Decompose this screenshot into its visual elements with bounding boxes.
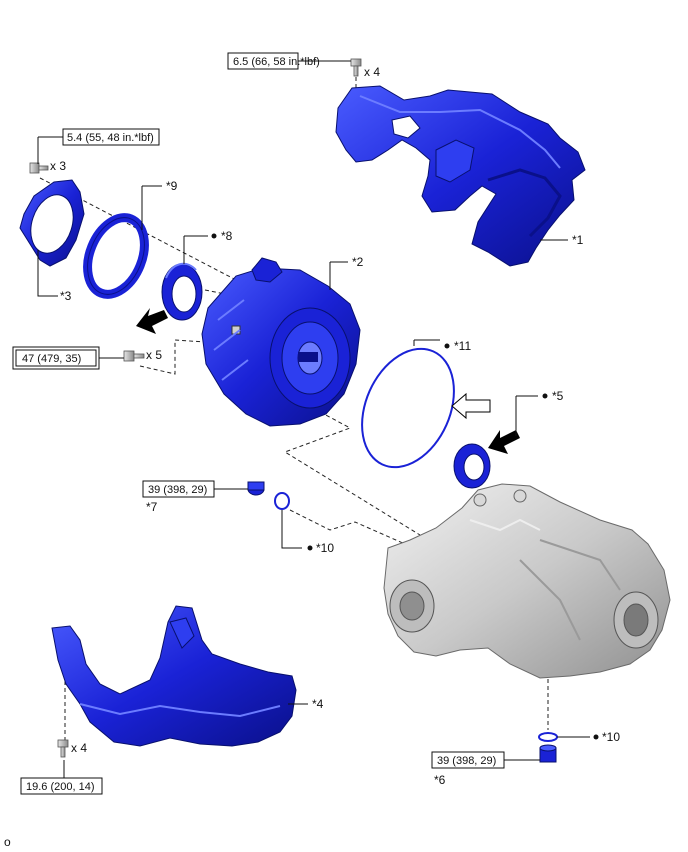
callout-10-lower: *10 — [602, 730, 620, 744]
torque-box-4: 39 (398, 29) — [142, 480, 215, 498]
torque-box-2: 5.4 (55, 48 in.*lbf) — [62, 128, 160, 146]
callout-5: *5 — [552, 389, 564, 403]
quantity-label-bottom-left: x 4 — [71, 741, 87, 755]
part-3-cover-plate — [19, 179, 85, 267]
callout-6: *6 — [434, 773, 446, 787]
part-10-gasket-lower — [538, 732, 558, 742]
torque-label-3: 47 (479, 35) — [22, 353, 81, 365]
part-2-motor-housing — [201, 257, 361, 427]
corner-mark: o — [4, 835, 11, 849]
leader-lines — [37, 60, 590, 778]
callout-4: *4 — [312, 697, 324, 711]
torque-box-1: 6.5 (66, 58 in.*lbf) — [227, 52, 320, 70]
callout-1: *1 — [572, 233, 584, 247]
torque-box-5: 39 (398, 29) — [431, 751, 505, 769]
callout-8: *8 — [221, 229, 233, 243]
callout-2: *2 — [352, 255, 364, 269]
torque-label-5: 39 (398, 29) — [437, 755, 496, 767]
bolt-icon-left-upper — [29, 162, 49, 174]
part-8-oil-seal — [161, 262, 203, 321]
bullet-dots — [211, 233, 599, 740]
part-9-gasket — [83, 213, 149, 299]
bolt-icon-bottom-left — [57, 739, 69, 758]
bolt-icon-top — [350, 58, 362, 77]
torque-label-4: 39 (398, 29) — [148, 484, 207, 496]
callout-11: *11 — [454, 339, 471, 353]
callout-9: *9 — [166, 179, 178, 193]
part-7-plug — [247, 481, 265, 496]
transaxle-assembly — [383, 483, 671, 679]
quantity-label-left-middle: x 5 — [146, 348, 162, 362]
torque-label-2: 5.4 (55, 48 in.*lbf) — [67, 132, 154, 144]
bolt-icon-left-middle — [123, 350, 145, 362]
torque-label-1: 6.5 (66, 58 in.*lbf) — [233, 56, 320, 68]
part-10-gasket-upper — [274, 492, 290, 510]
part-1-upper-cover — [335, 85, 586, 267]
install-direction-arrow-white — [451, 392, 491, 420]
part-6-plug — [539, 744, 557, 763]
install-direction-arrow-black-1 — [136, 308, 168, 334]
callout-3: *3 — [60, 289, 72, 303]
torque-box-6: 19.6 (200, 14) — [20, 777, 103, 795]
quantity-label-left-upper: x 3 — [50, 159, 66, 173]
torque-label-6: 19.6 (200, 14) — [26, 781, 95, 793]
part-5-oil-seal — [453, 443, 491, 489]
part-4-lower-cover — [51, 605, 297, 747]
callout-7: *7 — [146, 500, 158, 514]
install-direction-arrow-black-2 — [488, 430, 520, 454]
part-11-o-ring — [361, 347, 455, 469]
torque-box-3: 47 (479, 35) — [12, 346, 100, 370]
callout-10-upper: *10 — [316, 541, 334, 555]
quantity-label-top: x 4 — [364, 65, 380, 79]
